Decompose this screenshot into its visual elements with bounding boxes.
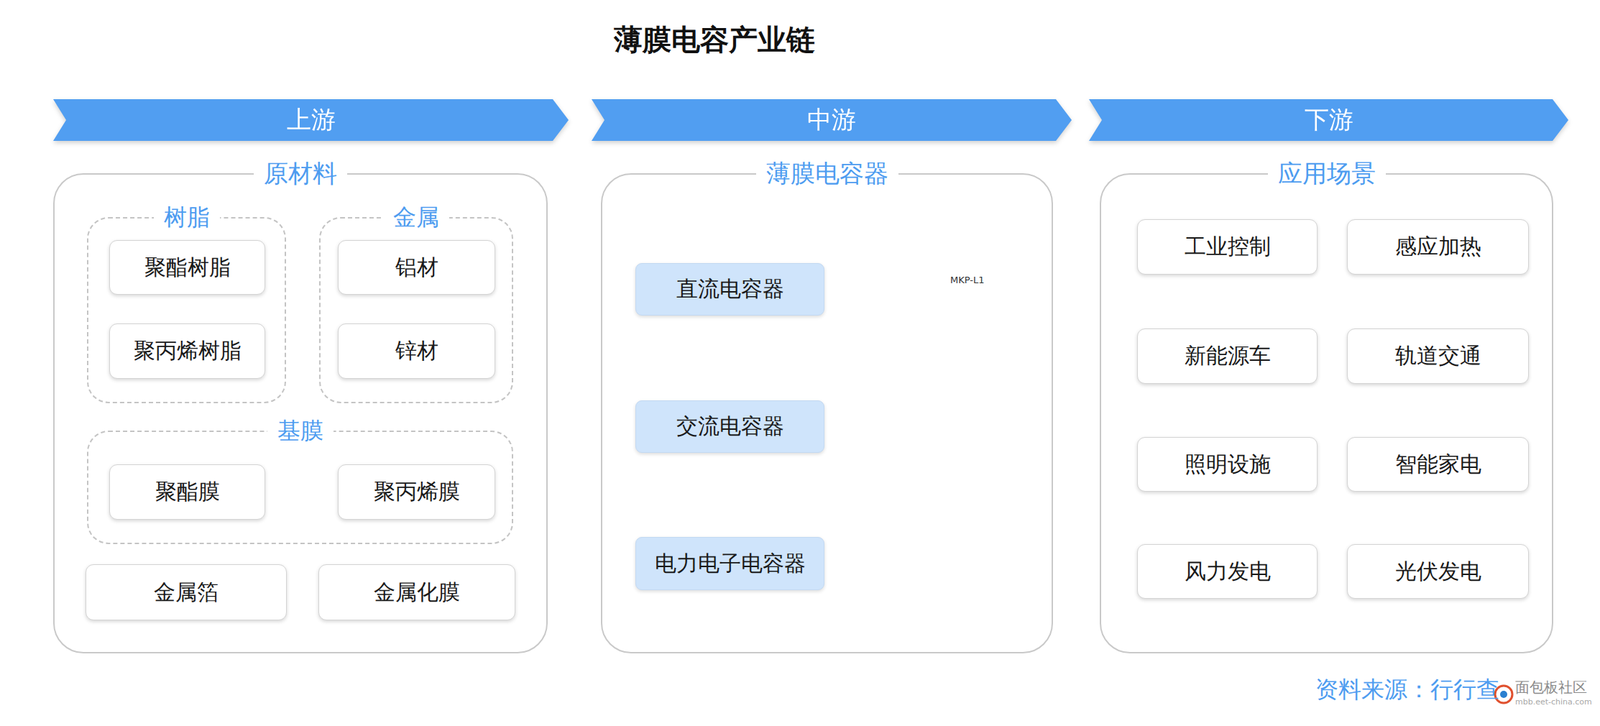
banner-shape bbox=[1088, 99, 1569, 141]
item-box: 聚丙烯膜 bbox=[337, 464, 496, 520]
group-frame: 基膜聚酯膜聚丙烯膜 bbox=[86, 430, 514, 545]
banner-label: 下游 bbox=[1088, 99, 1569, 141]
section-panel: 薄膜电容器直流电容器交流电容器电力电子电容器 bbox=[600, 173, 1054, 654]
box-label: 聚丙烯膜 bbox=[373, 477, 461, 507]
banner-shape bbox=[591, 99, 1072, 141]
section-heading: 树脂 bbox=[153, 203, 220, 231]
model-text: MKP-L1 bbox=[950, 274, 985, 287]
box-label: 金属化膜 bbox=[373, 577, 461, 608]
box-label: 照明设施 bbox=[1184, 449, 1271, 480]
watermark: 面包板社区 bbox=[1515, 678, 1588, 696]
banner-label: 上游 bbox=[53, 99, 569, 141]
item-box: 新能源车 bbox=[1137, 328, 1318, 384]
box-label: 风力发电 bbox=[1184, 557, 1271, 587]
section-heading: 薄膜电容器 bbox=[756, 158, 899, 189]
section-panel: 应用场景工业控制感应加热新能源车轨道交通照明设施智能家电风力发电光伏发电 bbox=[1099, 173, 1554, 654]
stage-banner: 中游 bbox=[591, 99, 1072, 141]
item-box: 铝材 bbox=[337, 240, 496, 295]
item-box: 轨道交通 bbox=[1346, 328, 1529, 384]
box-label: 感应加热 bbox=[1395, 232, 1482, 262]
product-box: 交流电容器 bbox=[635, 400, 825, 453]
box-label: 金属箔 bbox=[153, 577, 219, 608]
box-label: 智能家电 bbox=[1395, 449, 1482, 480]
box-label: 光伏发电 bbox=[1395, 557, 1482, 587]
diagram-title: 薄膜电容产业链 bbox=[613, 20, 816, 60]
item-box: 聚酯膜 bbox=[109, 464, 266, 520]
product-box: 直流电容器 bbox=[635, 263, 825, 316]
item-box: 金属化膜 bbox=[318, 564, 516, 621]
box-label: 工业控制 bbox=[1184, 232, 1271, 262]
group-frame: 金属铝材锌材 bbox=[319, 217, 514, 404]
section-heading: 应用场景 bbox=[1267, 158, 1386, 189]
section-heading: 原材料 bbox=[253, 158, 348, 189]
item-box: 智能家电 bbox=[1346, 437, 1529, 492]
item-box: 光伏发电 bbox=[1346, 544, 1529, 599]
section-heading: 金属 bbox=[383, 203, 450, 231]
item-box: 金属箔 bbox=[85, 564, 287, 621]
section-heading: 基膜 bbox=[267, 416, 334, 445]
banner-label: 中游 bbox=[591, 99, 1072, 141]
box-label: 电力电子电容器 bbox=[654, 549, 806, 579]
item-box: 聚酯树脂 bbox=[109, 240, 266, 295]
box-label: 轨道交通 bbox=[1395, 341, 1482, 371]
item-box: 锌材 bbox=[337, 323, 496, 379]
box-label: 锌材 bbox=[395, 336, 439, 366]
group-frame: 树脂聚酯树脂聚丙烯树脂 bbox=[86, 217, 287, 404]
box-label: 聚酯树脂 bbox=[144, 253, 231, 283]
item-box: 聚丙烯树脂 bbox=[109, 323, 266, 379]
box-label: 直流电容器 bbox=[676, 274, 785, 305]
item-box: 照明设施 bbox=[1137, 437, 1318, 492]
watermark-url: mbb.eet-china.com bbox=[1515, 697, 1593, 707]
stage-banner: 上游 bbox=[53, 99, 569, 141]
box-label: 交流电容器 bbox=[676, 411, 785, 442]
source-note: 资料来源：行行查 bbox=[1315, 675, 1500, 703]
product-box: 电力电子电容器 bbox=[635, 536, 825, 591]
box-label: 新能源车 bbox=[1184, 341, 1271, 371]
item-box: 工业控制 bbox=[1137, 219, 1318, 275]
banner-shape bbox=[53, 99, 569, 141]
box-label: 铝材 bbox=[395, 253, 439, 283]
section-panel: 原材料树脂聚酯树脂聚丙烯树脂金属铝材锌材基膜聚酯膜聚丙烯膜金属箔金属化膜 bbox=[53, 173, 548, 654]
item-box: 风力发电 bbox=[1137, 544, 1318, 599]
box-label: 聚丙烯树脂 bbox=[133, 336, 242, 366]
item-box: 感应加热 bbox=[1346, 219, 1529, 275]
stage-banner: 下游 bbox=[1088, 99, 1569, 141]
box-label: 聚酯膜 bbox=[155, 477, 220, 507]
